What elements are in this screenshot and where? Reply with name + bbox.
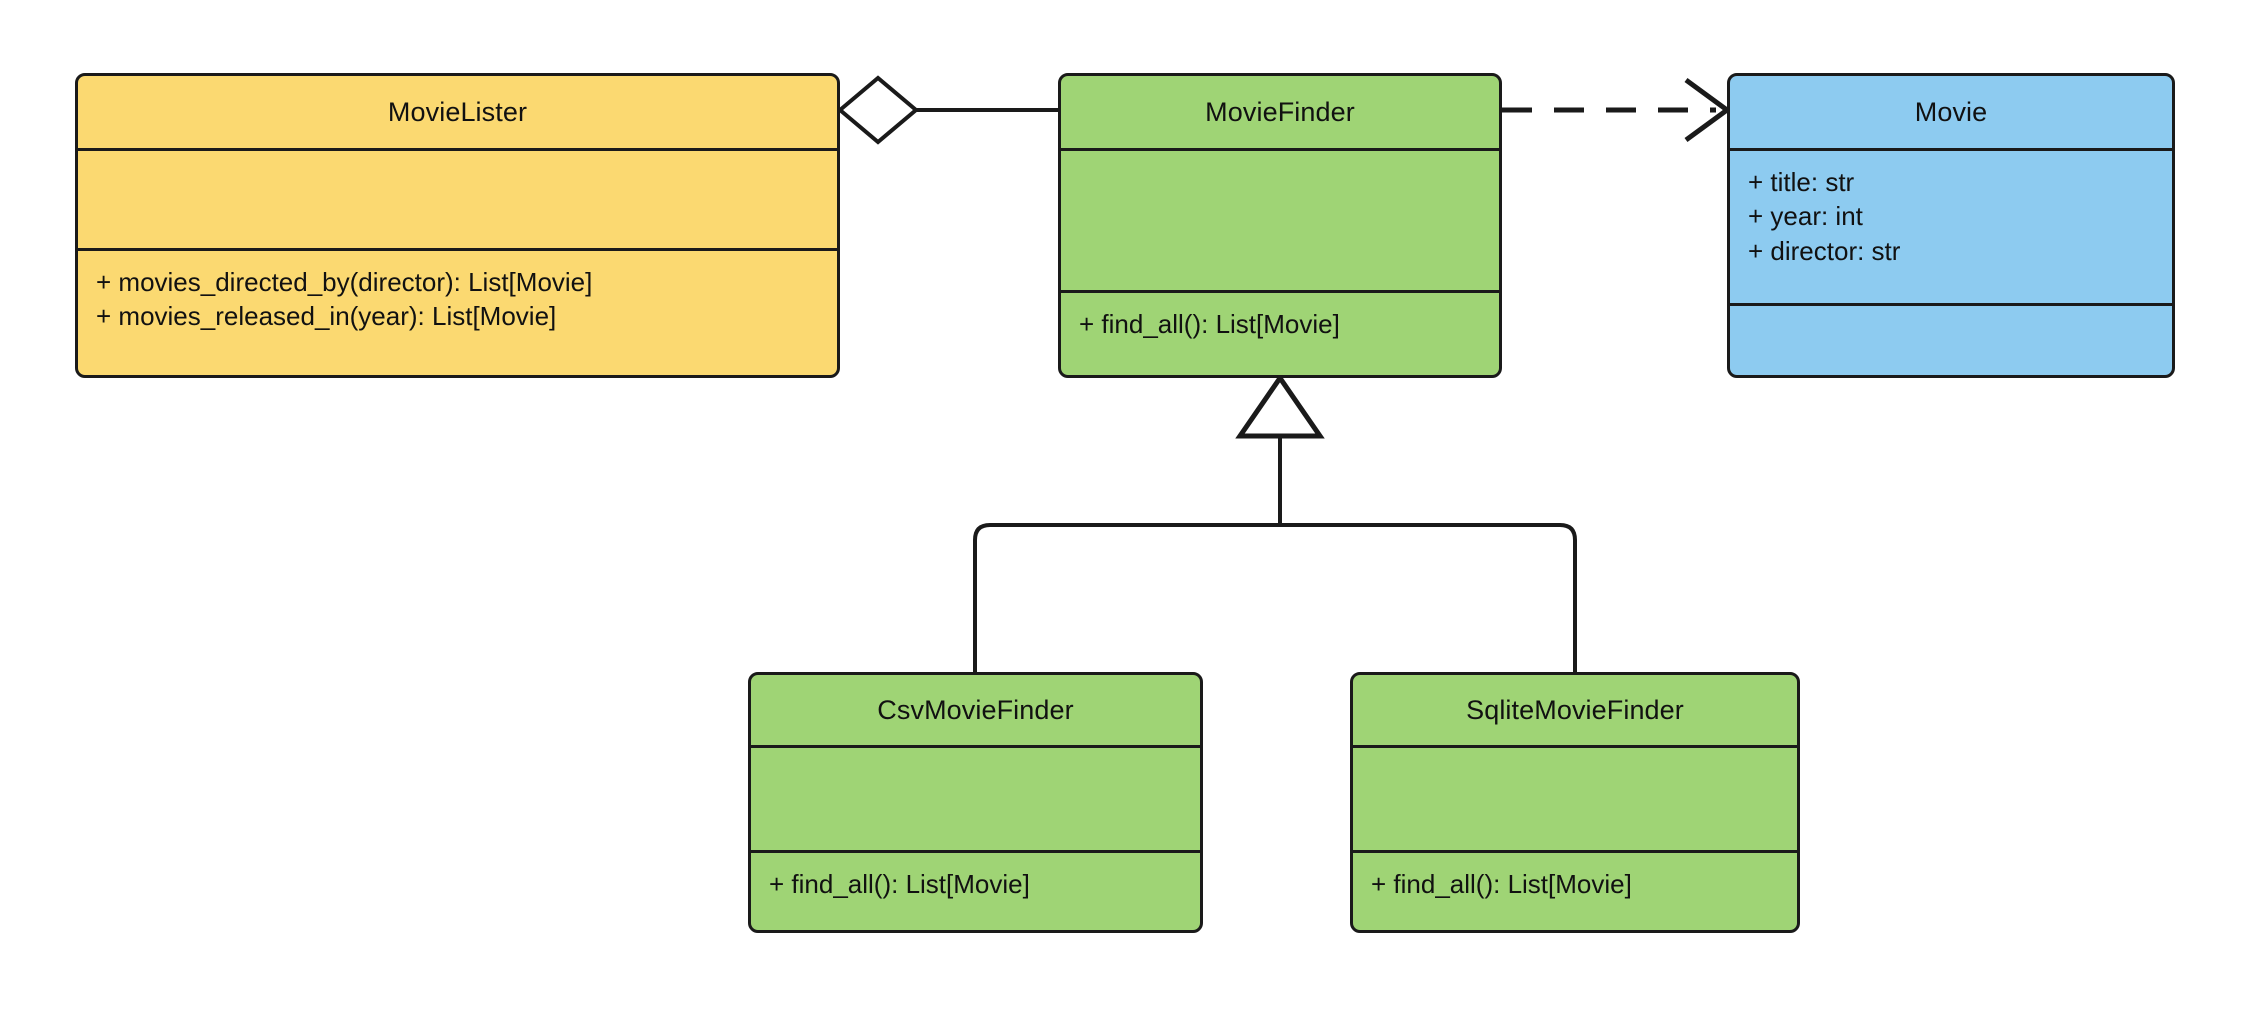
relationship-generalization-tree[interactable] [973, 373, 1577, 672]
attribute-item: + title: str [1748, 167, 1855, 197]
method-item: + find_all(): List[Movie] [1371, 869, 1632, 899]
generalization-branch-csv [973, 523, 1280, 672]
class-box-csv-movie-finder[interactable]: CsvMovieFinder + find_all(): List[Movie] [748, 672, 1203, 933]
attributes-compartment-movie: + title: str + year: int + director: str [1730, 148, 2172, 303]
attributes-compartment-movie-lister [78, 148, 837, 248]
attributes-compartment-movie-finder [1061, 148, 1499, 290]
method-item: + find_all(): List[Movie] [1079, 309, 1340, 339]
method-item: + find_all(): List[Movie] [769, 869, 1030, 899]
class-box-movie[interactable]: Movie + title: str + year: int + directo… [1727, 73, 2175, 378]
class-name-movie-lister: MovieLister [387, 96, 528, 127]
attributes-compartment-sqlite-movie-finder [1353, 745, 1797, 850]
methods-compartment-movie [1730, 303, 2172, 375]
hollow-diamond-marker [836, 75, 920, 145]
relationship-aggregation-lister-finder[interactable] [836, 75, 1058, 145]
methods-compartment-csv-movie-finder: + find_all(): List[Movie] [751, 850, 1200, 930]
method-item: + movies_directed_by(director): List[Mov… [96, 267, 593, 297]
class-name-movie: Movie [1914, 96, 1988, 127]
generalization-branch-sqlite [1280, 523, 1577, 672]
open-arrow-head [1684, 77, 1732, 143]
class-name-sqlite-movie-finder: SqliteMovieFinder [1466, 694, 1684, 725]
method-item: + movies_released_in(year): List[Movie] [96, 301, 557, 332]
attributes-compartment-csv-movie-finder [751, 745, 1200, 850]
hollow-triangle-marker [1235, 373, 1325, 439]
class-box-movie-finder[interactable]: MovieFinder + find_all(): List[Movie] [1058, 73, 1502, 378]
class-box-movie-lister[interactable]: MovieLister + movies_directed_by(directo… [75, 73, 840, 378]
relationship-dependency-finder-movie[interactable] [1502, 77, 1732, 143]
class-box-sqlite-movie-finder[interactable]: SqliteMovieFinder + find_all(): List[Mov… [1350, 672, 1800, 933]
methods-compartment-sqlite-movie-finder: + find_all(): List[Movie] [1353, 850, 1797, 930]
attribute-item: + year: int [1748, 201, 1863, 232]
class-name-csv-movie-finder: CsvMovieFinder [877, 694, 1074, 725]
methods-compartment-movie-finder: + find_all(): List[Movie] [1061, 290, 1499, 375]
class-name-movie-finder: MovieFinder [1205, 96, 1355, 127]
attribute-item: + director: str [1748, 235, 1901, 266]
methods-compartment-movie-lister: + movies_directed_by(director): List[Mov… [78, 248, 837, 375]
